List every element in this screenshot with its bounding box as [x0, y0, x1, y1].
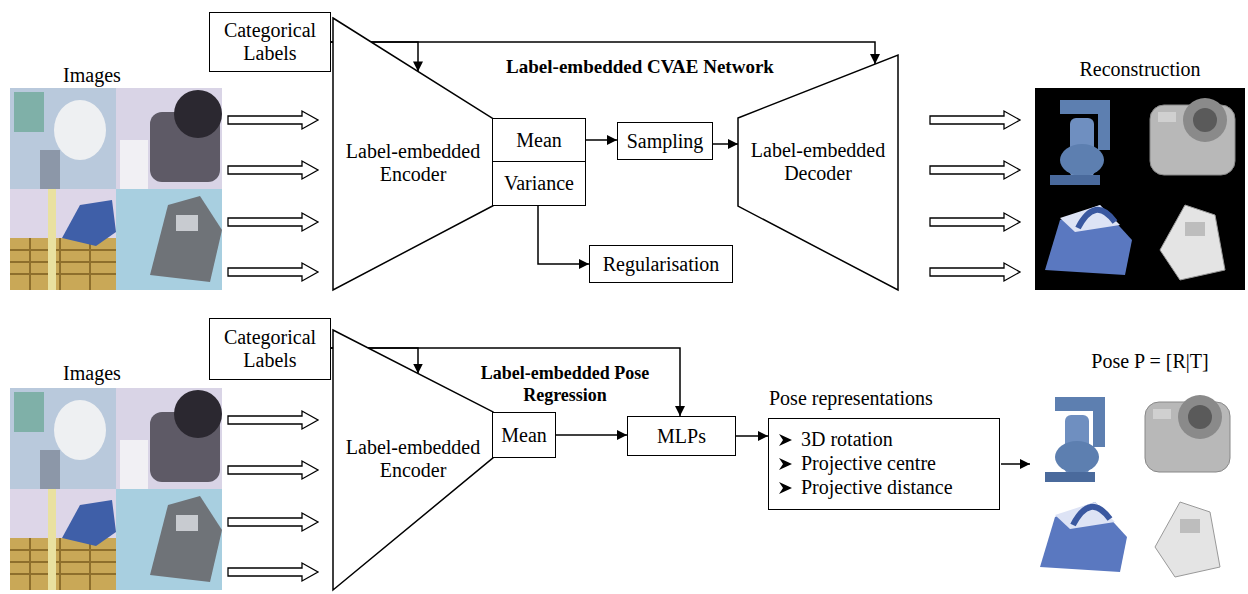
box-label: Regularisation [596, 253, 726, 276]
flow-arrow [538, 206, 589, 264]
bullet-item: Projective distance [779, 476, 989, 499]
bullet-text: Projective centre [801, 452, 936, 475]
bullet-text: Projective distance [801, 476, 953, 499]
bullet-symbol [779, 482, 792, 494]
reconstruction-background [1035, 88, 1245, 290]
bullet-text: 3D rotation [801, 428, 893, 451]
box-label: Categorical Labels [216, 19, 324, 65]
box-label: Mean [499, 129, 579, 152]
text-holder: Label-embedded Decoder [738, 139, 898, 185]
process-box: Mean [492, 118, 586, 162]
input-photos [10, 388, 222, 590]
flow-arrow [713, 143, 738, 145]
bullet-symbol [779, 434, 792, 446]
bullet-item: Projective centre [779, 452, 989, 475]
bullet-symbol [779, 481, 793, 495]
network-block: Label-embedded Decoder [738, 55, 898, 290]
process-box: Categorical Labels [209, 12, 331, 72]
box-label: Categorical Labels [216, 326, 324, 372]
section-title: Label-embedded Pose Regression [470, 362, 660, 406]
section-title: Label-embedded CVAE Network [506, 56, 774, 78]
box-heading: Pose representations [769, 387, 933, 410]
flow-arrow [556, 434, 627, 436]
panel-label: Images [63, 362, 121, 384]
input-photos [10, 88, 222, 290]
text-holder: Label-embedded Encoder [333, 140, 493, 186]
network-block: Label-embedded Encoder [333, 330, 493, 590]
bullet-symbol [779, 433, 793, 447]
object-renderings [1045, 98, 1235, 280]
process-box: MLPs [627, 416, 736, 456]
panel-label: Images [63, 64, 121, 86]
trapezoid-outline [738, 55, 898, 290]
box-label: Sampling [624, 130, 706, 153]
trapezoid-outline [333, 18, 493, 290]
bullet-symbol [779, 458, 792, 470]
pose-renderings [1040, 395, 1230, 577]
flow-arrow [736, 435, 768, 437]
box-label: Mean [499, 424, 549, 447]
process-box: Categorical Labels [209, 318, 331, 380]
panel-label: Pose P = [R|T] [1091, 350, 1208, 372]
hollow-arrows [930, 111, 1020, 281]
network-block: Label-embedded Encoder [333, 18, 493, 290]
block-label: Label-embedded Encoder [339, 140, 487, 186]
process-box: Sampling [617, 122, 713, 160]
flow-arrow [586, 139, 617, 141]
text-holder: Label-embedded Encoder [333, 436, 493, 482]
process-box: Regularisation [589, 245, 733, 283]
hollow-arrows [228, 411, 318, 581]
box-label: MLPs [634, 425, 729, 448]
output-arrow [1001, 463, 1030, 465]
hollow-arrows [228, 111, 318, 281]
block-label: Label-embedded Decoder [744, 139, 892, 185]
process-box: Variance [492, 162, 586, 206]
block-label: Label-embedded Encoder [339, 436, 487, 482]
box-label: Variance [499, 172, 579, 195]
trapezoid-outline [333, 330, 493, 590]
bullet-symbol [779, 457, 793, 471]
bullet-item: 3D rotation [779, 428, 989, 451]
process-box: Mean [492, 412, 556, 458]
output-box: Pose representations3D rotationProjectiv… [768, 418, 1000, 510]
panel-label: Reconstruction [1079, 58, 1200, 80]
